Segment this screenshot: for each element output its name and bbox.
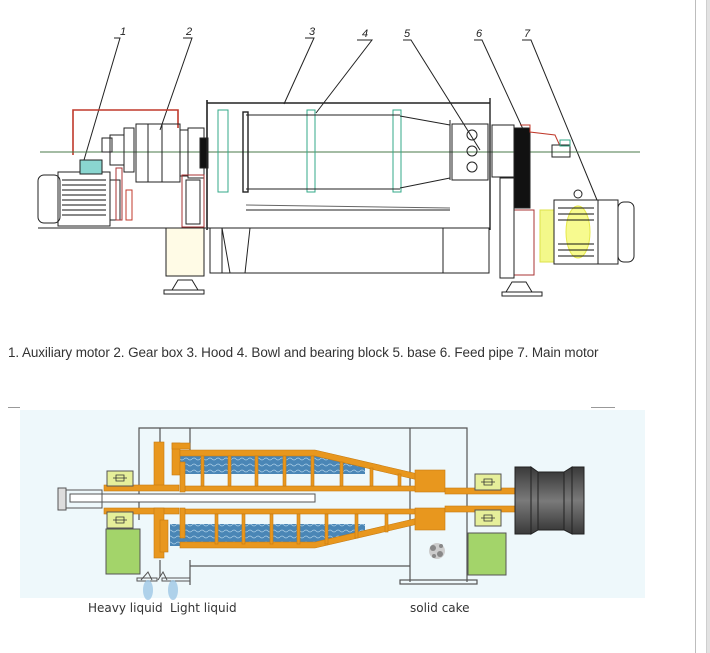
label-solid-cake: solid cake (410, 601, 470, 615)
solid-cake-icon (429, 543, 445, 559)
label-heavy-liquid: Heavy liquid (88, 601, 163, 615)
label-light-liquid: Light liquid (170, 601, 237, 615)
callout-3: 3 (309, 26, 316, 38)
figure-caption: 1. Auxiliary motor 2. Gear box 3. Hood 4… (8, 345, 599, 360)
callout-1: 1 (120, 26, 126, 38)
image-corner-mark (591, 405, 615, 408)
callout-5: 5 (404, 28, 411, 40)
callout-leaders (83, 37, 598, 201)
centrifuge-flow-schematic (20, 410, 645, 600)
callout-6: 6 (476, 28, 483, 40)
scrollbar[interactable] (706, 0, 710, 653)
scrollbar-track-divider (695, 0, 696, 653)
callout-7: 7 (524, 28, 531, 40)
callout-2: 2 (185, 26, 192, 38)
centrifuge-technical-drawing: 1 2 3 4 5 6 7 (37, 26, 640, 297)
image-corner-mark (8, 405, 20, 408)
callout-4: 4 (362, 28, 368, 40)
